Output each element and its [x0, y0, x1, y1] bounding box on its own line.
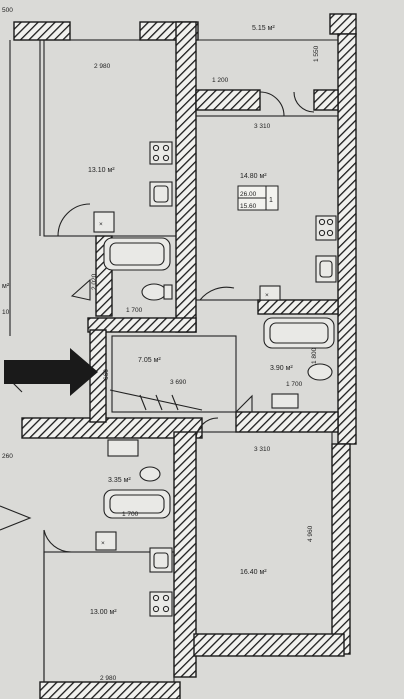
room-labels: 5.15 м² 13.10 м² 14.80 м² 7.05 м² 3.90 м… [2, 25, 293, 616]
dimension-label: 2 980 [94, 63, 111, 70]
dimension-label: 2 020 [91, 273, 98, 290]
dimension-label: 1 700 [126, 307, 143, 314]
stove-icon-lower [149, 591, 173, 617]
room-area-label: 16.40 м² [240, 569, 267, 576]
toilet-icon [141, 283, 167, 301]
tag-number: 1 [269, 197, 273, 204]
dimension-labels: 2 980 1 200 1 550 3 310 2 020 1 700 3 69… [2, 7, 320, 682]
room-area-label: м² [2, 283, 10, 290]
room-area-label: 3.90 м² [270, 365, 293, 372]
svg-text:×: × [265, 292, 269, 299]
dimension-label: 3 310 [254, 123, 271, 130]
dimension-label: 1 800 [311, 347, 318, 364]
dimension-label: 500 [2, 7, 13, 14]
svg-text:×: × [101, 540, 105, 547]
toilet-icon-lower [139, 466, 161, 482]
dimension-label: 3 690 [170, 379, 187, 386]
dimension-label: 4 960 [307, 525, 314, 542]
dimension-label: 660 [103, 369, 110, 380]
partitions [9, 39, 339, 683]
dimension-label: 10 [2, 309, 10, 316]
tag-line-1: 26.00 [240, 191, 257, 198]
sink-icon [93, 211, 115, 233]
room-area-label: 13.00 м² [90, 609, 117, 616]
dimension-label: 1 550 [313, 45, 320, 62]
dimension-label: 3 310 [254, 446, 271, 453]
dimension-label: 2 980 [100, 675, 117, 682]
stove-icon [149, 141, 173, 165]
dimension-label: 260 [2, 453, 13, 460]
stove-icon-right [315, 215, 337, 241]
dimension-label: 1 200 [212, 77, 229, 84]
tag-line-2: 15.60 [240, 203, 257, 210]
entrance-arrow-icon [4, 348, 98, 396]
dimension-label: 1 700 [286, 381, 303, 388]
fixtures: × × × [93, 141, 337, 617]
room-area-label: 7.05 м² [138, 357, 161, 364]
room-area-label: 5.15 м² [252, 25, 275, 32]
room-area-label: 14.80 м² [240, 173, 267, 180]
svg-text:×: × [99, 221, 103, 228]
dimension-label: 1 700 [122, 511, 139, 518]
door-swings [0, 91, 315, 553]
toilet-icon-right [307, 363, 333, 381]
room-area-label: 13.10 м² [88, 167, 115, 174]
room-area-label: 3.35 м² [108, 477, 131, 484]
